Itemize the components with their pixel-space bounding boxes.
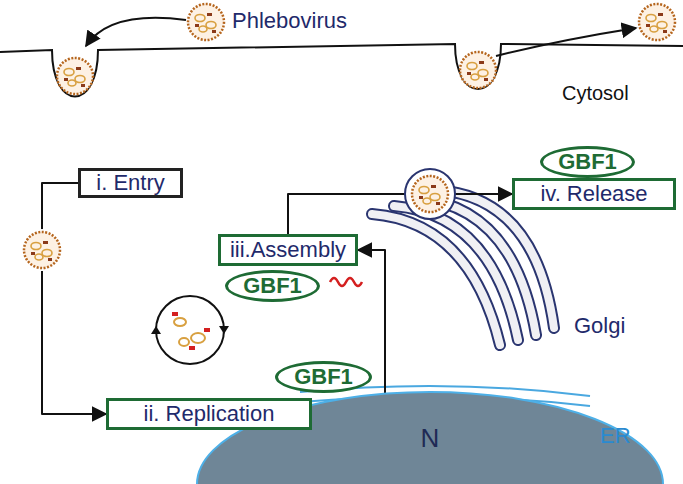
stage-label: iv. Release bbox=[540, 182, 647, 206]
virus-label: Phlebovirus bbox=[232, 9, 347, 33]
organelle-label: Golgi bbox=[574, 314, 625, 338]
stage-box: iii.Assembly bbox=[218, 234, 358, 266]
region-label: Cytosol bbox=[562, 82, 629, 104]
stage-box: iv. Release bbox=[512, 178, 676, 210]
protein-name: GBF1 bbox=[558, 150, 617, 174]
protein-name: GBF1 bbox=[243, 274, 302, 298]
nucleus-label: N bbox=[421, 424, 440, 453]
stage-label: ii. Replication bbox=[144, 402, 275, 426]
stage-box: i. Entry bbox=[78, 168, 183, 198]
protein-ellipse: GBF1 bbox=[225, 270, 320, 302]
stage-label: i. Entry bbox=[96, 171, 164, 195]
protein-ellipse: GBF1 bbox=[275, 361, 372, 393]
pathway-arrow bbox=[288, 194, 512, 234]
pathway-arrow bbox=[42, 183, 106, 414]
protein-name: GBF1 bbox=[294, 365, 353, 389]
organelle-label: ER bbox=[600, 424, 631, 448]
stage-box: ii. Replication bbox=[106, 398, 312, 430]
stage-label: iii.Assembly bbox=[230, 238, 346, 262]
protein-ellipse: GBF1 bbox=[540, 146, 635, 178]
